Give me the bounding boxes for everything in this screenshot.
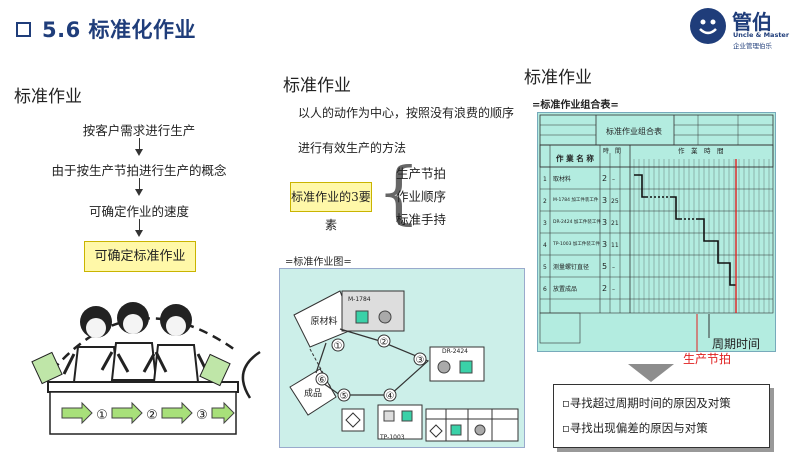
row-3-t1: 3 <box>602 218 607 227</box>
col-header-time: 時 間 <box>603 147 621 155</box>
row-1-t1: 2 <box>602 174 607 183</box>
workers-illustration: ① ② ③ <box>31 302 261 435</box>
table-label: =标准作业组合表= <box>532 100 619 111</box>
action-item-2: ▫寻找出现偏差的原因与对策 <box>562 421 708 435</box>
down-arrow-icon <box>628 364 674 382</box>
diagram-step-1: ① <box>334 341 343 352</box>
row-1-name: 取材料 <box>553 175 571 183</box>
logo-tagline-cn: 企业管理伯乐 <box>733 42 772 50</box>
conveyor-step-2: ② <box>146 408 158 423</box>
raw-material-label: 原材料 <box>310 315 337 327</box>
row-1-no: 1 <box>543 176 547 183</box>
diagram-step-4: ④ <box>386 391 395 402</box>
left-heading: 标准作业 <box>14 87 82 107</box>
down-arrow-icon <box>135 149 143 156</box>
conveyor-step-3: ③ <box>196 408 208 423</box>
element-standard-wip: 标准手持 <box>396 212 447 227</box>
diagram-step-3: ③ <box>416 355 425 366</box>
cycle-time-label: 周期时间 <box>712 337 761 351</box>
diagram-label: =标准作业图= <box>285 257 352 268</box>
page-title: 5.6 标准化作业 <box>42 18 197 42</box>
middle-desc-line1: 以人的动作为中心，按照没有浪费的顺序 <box>298 106 515 120</box>
middle-heading: 标准作业 <box>283 76 351 96</box>
brace-icon: { <box>377 154 421 233</box>
title-bullet-icon <box>16 22 31 37</box>
row-6-t1: 2 <box>602 284 607 293</box>
row-2-name: M-1784 加工件装工件 <box>553 196 599 203</box>
flow-arrow-line <box>139 219 140 231</box>
row-4-name: TP-1003 加工件装工件 <box>552 240 600 247</box>
row-6-name: 放置成品 <box>553 285 577 293</box>
row-3-t2: 21 <box>611 220 619 227</box>
col-header-chart: 作 業 時 間 <box>678 146 724 155</box>
down-arrow-icon <box>135 230 143 237</box>
element-takt: 生产节拍 <box>396 166 447 181</box>
logo-name: 管伯 <box>732 10 772 34</box>
row-5-t2: – <box>612 264 615 271</box>
diagram-step-6: ⑥ <box>318 375 327 386</box>
row-3-name: DR-2424 加工件装工件 <box>553 218 601 225</box>
machine-dr2424: DR-2424 <box>442 348 468 355</box>
down-arrow-icon <box>135 189 143 196</box>
col-header-name: 作 業 名 称 <box>556 153 594 163</box>
row-4-t2: 11 <box>611 242 619 249</box>
row-6-t2: – <box>612 286 615 293</box>
row-6-no: 6 <box>543 286 547 293</box>
row-5-name: 测量螺钉直径 <box>553 263 589 271</box>
logo-smiley-icon <box>690 8 726 44</box>
row-5-t1: 5 <box>602 262 607 271</box>
row-2-no: 2 <box>543 198 547 205</box>
action-box: ▫寻找超过周期时间的原因及对策 ▫寻找出现偏差的原因与对策 <box>553 384 770 448</box>
diagram-step-2: ② <box>380 337 389 348</box>
product-label: 成品 <box>304 387 322 399</box>
logo-tagline-en: Uncle & Master <box>733 31 790 39</box>
middle-desc-line2: 进行有效生产的方法 <box>298 141 407 155</box>
standard-work-diagram: 原材料 成品 M-1784 DR-2424 TP-1003 ① ② ③ ④ <box>279 268 525 448</box>
row-1-t2: – <box>612 176 615 183</box>
right-heading: 标准作业 <box>524 68 592 88</box>
flow-step-1: 按客户需求进行生产 <box>82 123 196 138</box>
machine-tp1003: TP-1003 <box>379 434 405 441</box>
machine-m1784: M-1784 <box>348 296 371 303</box>
flow-step-2: 由于按生产节拍进行生产的概念 <box>51 163 227 178</box>
sheet-title: 标准作业组合表 <box>606 126 662 136</box>
three-elements-box: 标准作业的3要素 <box>290 182 372 232</box>
callout-lines <box>696 314 710 352</box>
takt-label: 生产节拍 <box>683 352 732 366</box>
flow-arrow-line <box>139 138 140 150</box>
conveyor-step-1: ① <box>96 408 108 423</box>
action-item-1: ▫寻找超过周期时间的原因及对策 <box>562 396 731 410</box>
row-3-no: 3 <box>543 220 547 227</box>
diagram-step-5: ⑤ <box>340 391 349 402</box>
row-5-no: 5 <box>543 264 547 271</box>
flow-arrow-line <box>139 178 140 190</box>
element-sequence: 作业顺序 <box>396 189 447 204</box>
flow-step-3: 可确定作业的速度 <box>88 204 189 219</box>
row-4-t1: 3 <box>602 240 607 249</box>
row-2-t2: 25 <box>611 198 619 205</box>
standard-work-combination-sheet: 标准作业组合表 作 業 名 称 時 間 作 業 時 間 1 取材料 2 – <box>537 112 776 352</box>
row-2-t1: 3 <box>602 196 607 205</box>
standard-work-highlight: 可确定标准作业 <box>84 241 196 272</box>
row-4-no: 4 <box>543 242 547 249</box>
